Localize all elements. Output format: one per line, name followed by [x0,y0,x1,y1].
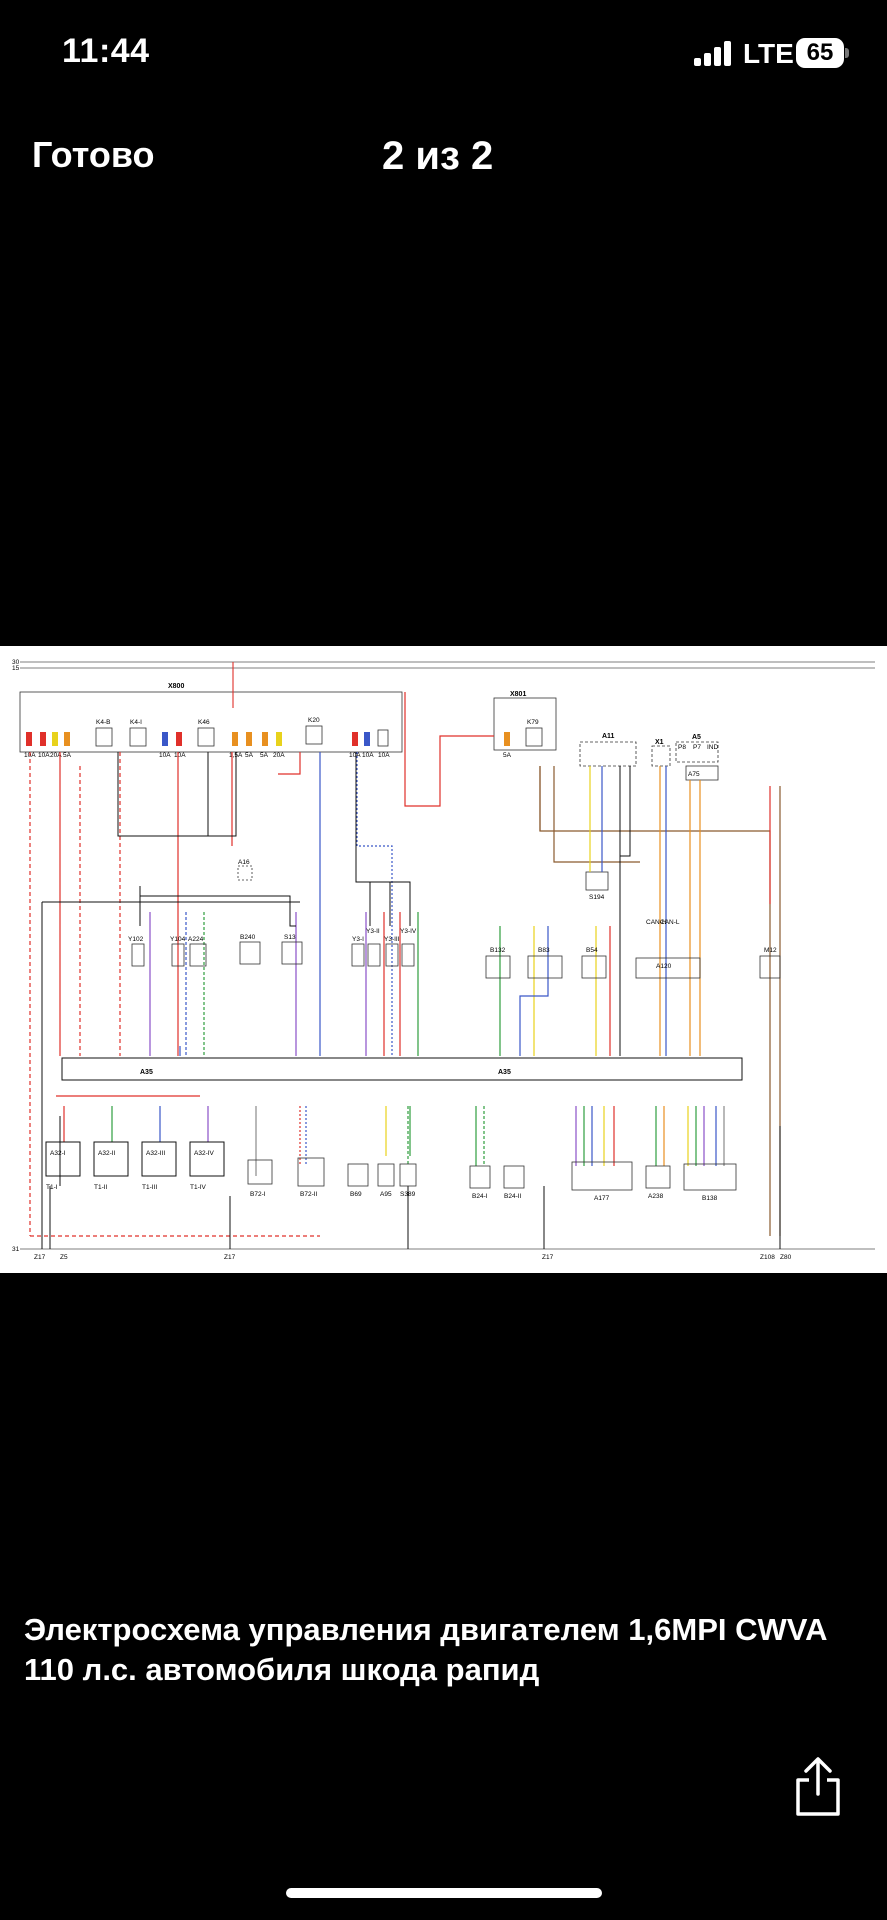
svg-text:A32-II: A32-II [98,1150,116,1157]
svg-text:Y3-IV: Y3-IV [400,928,417,935]
svg-text:B138: B138 [702,1195,718,1202]
svg-text:B83: B83 [538,947,550,954]
relay-k20-label: K20 [308,717,320,724]
svg-text:Y102: Y102 [128,936,144,943]
svg-text:M12: M12 [764,947,777,954]
relay-k4i-label: K4-I [130,719,142,726]
fuses [26,732,510,746]
svg-text:T1-III: T1-III [142,1184,157,1191]
svg-text:A32-III: A32-III [146,1150,165,1157]
home-indicator[interactable] [286,1888,602,1898]
svg-text:Z5: Z5 [60,1254,68,1261]
svg-text:K79: K79 [527,719,539,726]
svg-text:X801: X801 [510,691,526,698]
svg-text:Y3-II: Y3-II [366,928,380,935]
image-caption: Электросхема управления двигателем 1,6MP… [24,1612,827,1687]
svg-text:10A: 10A [378,752,390,759]
relay-k46-label: K46 [198,719,210,726]
svg-text:10A: 10A [362,752,374,759]
svg-text:A32-I: A32-I [50,1150,66,1157]
svg-text:A16: A16 [238,859,250,866]
svg-text:CAN-H: CAN-H [646,919,667,926]
rail-31-label: 31 [12,1246,20,1253]
svg-text:CAN-L: CAN-L [660,919,680,926]
svg-text:20A: 20A [50,752,62,759]
svg-text:Z17: Z17 [542,1254,554,1261]
svg-text:5A: 5A [260,752,269,759]
rail-15-label: 15 [12,665,20,672]
svg-text:10A: 10A [159,752,171,759]
wiring-diagram: 30 15 31 X800 10A 10A 20A 5A 10A 10A 1,5… [12,659,875,1261]
svg-text:P7: P7 [693,744,701,751]
svg-text:A238: A238 [648,1193,664,1200]
share-icon[interactable] [792,1756,844,1818]
svg-text:10A: 10A [174,752,186,759]
done-button[interactable]: Готово [32,134,155,175]
rail-30-label: 30 [12,659,20,666]
fuse-box-x800 [19,691,403,753]
svg-text:B69: B69 [350,1191,362,1198]
svg-text:S389: S389 [400,1191,416,1198]
relay-box-x801 [493,697,557,751]
svg-text:T1-II: T1-II [94,1184,108,1191]
relay-k4b-label: K4-B [96,719,110,726]
svg-text:B240: B240 [240,934,256,941]
svg-text:A177: A177 [594,1195,610,1202]
svg-text:Z80: Z80 [780,1254,792,1261]
image-counter: 2 из 2 [382,134,494,178]
svg-text:T1-IV: T1-IV [190,1184,207,1191]
svg-text:20A: 20A [273,752,285,759]
svg-text:T1-I: T1-I [46,1184,58,1191]
fuse-box-x800-label: X800 [168,683,184,690]
svg-text:Y104: Y104 [170,936,186,943]
network-type: LTE [743,38,794,69]
viewer-header: Готово 2 из 2 [0,120,887,200]
svg-text:S194: S194 [589,894,605,901]
ecu-a35-label-2: A35 [498,1069,511,1076]
svg-text:Y3-I: Y3-I [352,936,364,943]
svg-text:A120: A120 [656,963,672,970]
svg-text:5A: 5A [503,752,512,759]
svg-text:B72-II: B72-II [300,1191,318,1198]
wiring-diagram-image[interactable]: 30 15 31 X800 10A 10A 20A 5A 10A 10A 1,5… [0,646,887,1273]
battery-icon: 65 [796,38,849,68]
svg-text:P8: P8 [678,744,686,751]
ecu-a35-label: A35 [140,1069,153,1076]
svg-text:S13: S13 [284,934,296,941]
svg-text:A75: A75 [688,771,700,778]
svg-text:B72-I: B72-I [250,1191,266,1198]
svg-text:Y3-III: Y3-III [384,936,400,943]
svg-text:A95: A95 [380,1191,392,1198]
svg-text:A32-IV: A32-IV [194,1150,215,1157]
svg-text:X1: X1 [655,739,664,746]
battery-level: 65 [796,38,844,68]
ecu-a35-connector [61,1057,743,1081]
svg-text:5A: 5A [245,752,254,759]
svg-text:IND: IND [707,744,719,751]
svg-text:10A: 10A [38,752,50,759]
status-time: 11:44 [62,32,150,70]
svg-text:B54: B54 [586,947,598,954]
power-rails [20,661,875,1250]
svg-text:Z17: Z17 [34,1254,46,1261]
svg-text:B24-II: B24-II [504,1193,522,1200]
svg-text:A224: A224 [188,936,204,943]
svg-text:B132: B132 [490,947,506,954]
svg-text:10A: 10A [349,752,361,759]
svg-text:A5: A5 [692,734,701,741]
cellular-signal-icon [694,40,734,66]
svg-text:5A: 5A [63,752,72,759]
status-bar: 11:44 LTE 65 [0,0,887,110]
svg-text:A11: A11 [602,733,615,740]
svg-text:B24-I: B24-I [472,1193,488,1200]
svg-text:Z17: Z17 [224,1254,236,1261]
svg-text:Z108: Z108 [760,1254,775,1261]
